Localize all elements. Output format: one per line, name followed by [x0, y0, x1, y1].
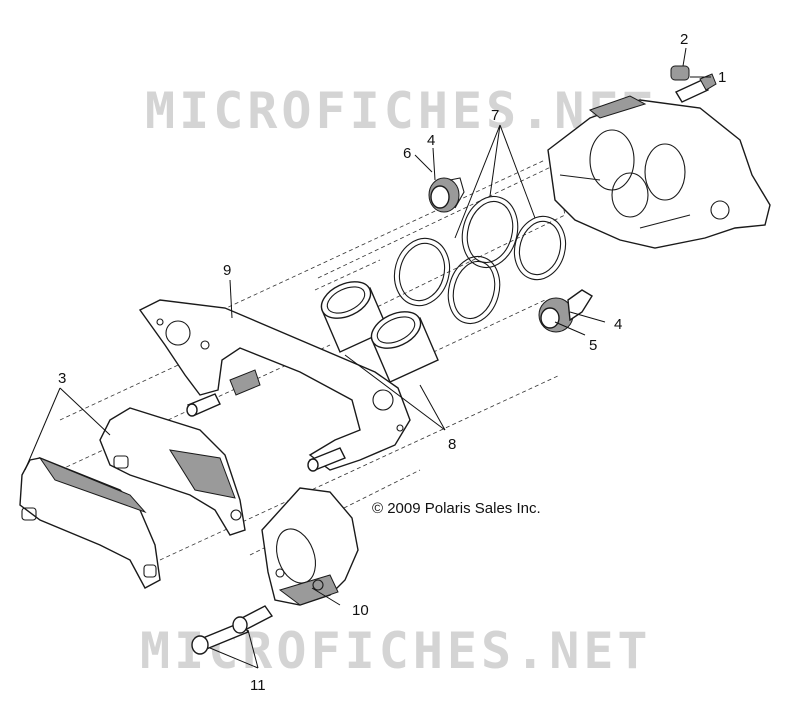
callout-4-lower: 4: [614, 316, 622, 333]
lower-guide-pin: [538, 289, 593, 333]
caliper-body: [547, 95, 771, 249]
watermark-top: MICROFICHES.NET: [145, 82, 657, 140]
pistons: [320, 281, 439, 383]
callout-4-upper: 4: [427, 132, 435, 149]
callout-11: 11: [250, 677, 266, 694]
copyright-notice: © 2009 Polaris Sales Inc.: [372, 500, 541, 517]
retainer-screws: [191, 605, 274, 655]
caliper-bracket: [138, 299, 411, 472]
callout-3: 3: [58, 370, 66, 387]
callout-7: 7: [491, 107, 499, 124]
callout-6: 6: [403, 145, 411, 162]
piston-seals: [393, 195, 567, 325]
callout-9: 9: [223, 262, 231, 279]
upper-boot-bushing: [428, 177, 465, 213]
callout-10: 10: [352, 602, 369, 619]
leader-lines: [24, 47, 711, 669]
callout-8: 8: [448, 436, 456, 453]
pad-retainer: [261, 487, 359, 606]
callout-1: 1: [718, 69, 726, 86]
callout-5: 5: [589, 337, 597, 354]
brake-pads: [19, 407, 246, 589]
bleeder-screw: [674, 73, 717, 103]
callout-2: 2: [680, 31, 688, 48]
bleeder-cap: [670, 65, 690, 81]
